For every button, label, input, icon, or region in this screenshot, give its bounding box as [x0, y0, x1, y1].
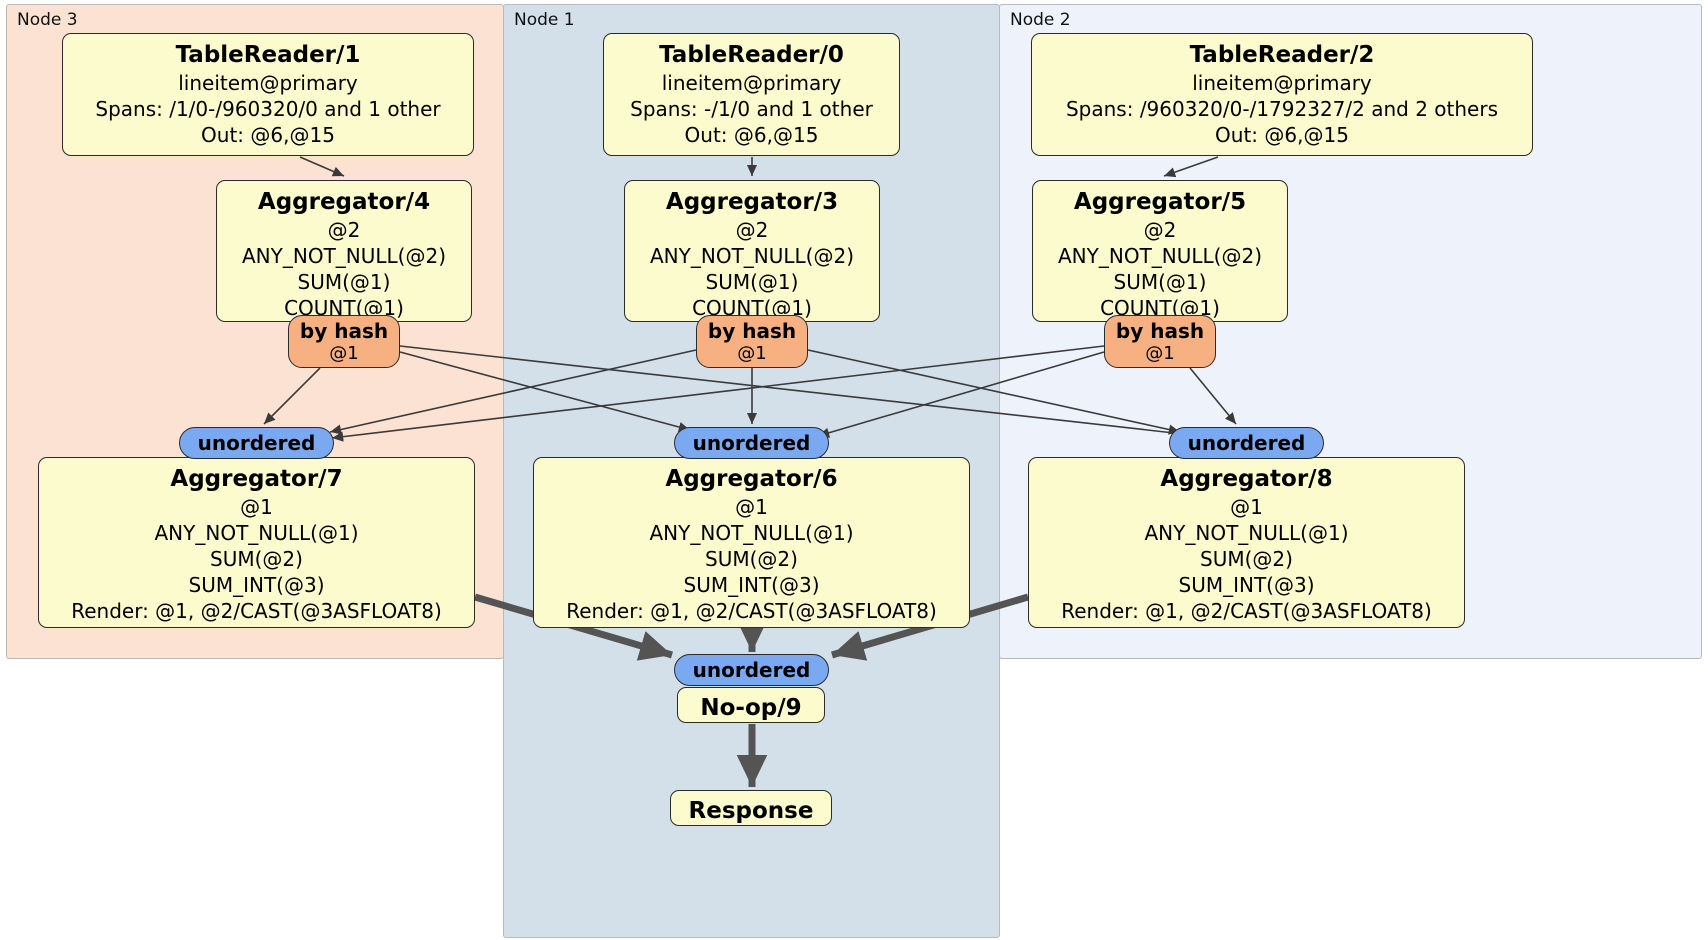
processor-detail-line: Spans: /1/0-/960320/0 and 1 other — [95, 97, 441, 121]
processor-detail-line: SUM_INT(@3) — [683, 573, 820, 597]
processor-detail-line: Render: @1, @2/CAST(@3ASFLOAT8) — [566, 599, 937, 623]
processor-title: Aggregator/3 — [665, 189, 839, 215]
badge-title: unordered — [1187, 431, 1306, 455]
processor-detail-line: Out: @6,@15 — [684, 123, 819, 147]
node-panel-label: Node 3 — [17, 10, 78, 30]
badge-title: by hash — [299, 319, 389, 343]
processor-title: Aggregator/6 — [665, 466, 838, 492]
badge-ord8[interactable]: unordered — [1169, 427, 1324, 459]
processor-detail-line: SUM_INT(@3) — [1178, 573, 1315, 597]
badge-ord6[interactable]: unordered — [674, 427, 829, 459]
processor-title: TableReader/0 — [659, 42, 844, 68]
processor-detail-line: @2 — [735, 218, 769, 242]
badge-title: unordered — [197, 431, 316, 455]
badge-hash5[interactable]: by hash@1 — [1104, 315, 1216, 368]
processor-detail-line: ANY_NOT_NULL(@2) — [242, 244, 446, 268]
processor-detail-line: SUM(@1) — [297, 270, 391, 294]
processor-detail-line: Spans: /960320/0-/1792327/2 and 2 others — [1065, 97, 1498, 121]
processor-detail-line: lineitem@primary — [661, 71, 842, 95]
badge-hash3[interactable]: by hash@1 — [696, 315, 808, 368]
badge-title: by hash — [707, 319, 797, 343]
processor-detail-line: ANY_NOT_NULL(@1) — [154, 521, 359, 545]
badge-hash4[interactable]: by hash@1 — [288, 315, 400, 368]
processor-detail-line: SUM_INT(@3) — [188, 573, 325, 597]
processor-title: Aggregator/7 — [170, 466, 343, 492]
processor-detail-line: SUM(@1) — [1113, 270, 1207, 294]
processor-detail-line: Out: @6,@15 — [1215, 123, 1349, 147]
processor-title: No-op/9 — [700, 695, 802, 721]
processor-detail-line: @2 — [1143, 218, 1177, 242]
node-panel-label: Node 2 — [1010, 10, 1071, 30]
processor-detail-line: @1 — [735, 495, 768, 519]
processor-title: TableReader/2 — [1189, 42, 1375, 68]
processor-detail-line: @1 — [240, 495, 273, 519]
processor-title: Aggregator/4 — [257, 189, 431, 215]
badge-title: unordered — [692, 658, 811, 682]
processor-detail-line: ANY_NOT_NULL(@1) — [1144, 521, 1349, 545]
processor-detail-line: ANY_NOT_NULL(@1) — [649, 521, 854, 545]
badge-subtitle: @1 — [329, 343, 359, 364]
processor-detail-line: ANY_NOT_NULL(@2) — [1058, 244, 1262, 268]
badge-subtitle: @1 — [1145, 343, 1175, 364]
processor-detail-line: SUM(@2) — [1200, 547, 1293, 571]
processor-detail-line: Spans: -/1/0 and 1 other — [630, 97, 873, 121]
badge-ord9[interactable]: unordered — [674, 654, 829, 686]
processor-box-response[interactable]: Response — [670, 790, 832, 826]
processor-title: TableReader/1 — [175, 42, 361, 68]
processor-detail-line: Out: @6,@15 — [201, 123, 335, 147]
processor-detail-line: @2 — [327, 218, 361, 242]
processor-detail-line: lineitem@primary — [1192, 71, 1372, 95]
badge-ord7[interactable]: unordered — [179, 427, 334, 459]
badge-title: unordered — [692, 431, 811, 455]
processor-box-noop9[interactable]: No-op/9 — [677, 687, 825, 723]
processor-title: Aggregator/5 — [1073, 189, 1247, 215]
processor-detail-line: SUM(@2) — [210, 547, 303, 571]
processor-detail-line: ANY_NOT_NULL(@2) — [650, 244, 854, 268]
processor-title: Response — [688, 798, 814, 824]
processor-detail-line: SUM(@2) — [705, 547, 798, 571]
processor-detail-line: @1 — [1230, 495, 1263, 519]
processor-title: Aggregator/8 — [1160, 466, 1333, 492]
processor-detail-line: Render: @1, @2/CAST(@3ASFLOAT8) — [1061, 599, 1432, 623]
badge-subtitle: @1 — [737, 343, 767, 364]
processor-detail-line: Render: @1, @2/CAST(@3ASFLOAT8) — [71, 599, 442, 623]
processor-detail-line: lineitem@primary — [178, 71, 358, 95]
processor-detail-line: SUM(@1) — [705, 270, 799, 294]
node-panel-label: Node 1 — [514, 10, 575, 30]
badge-title: by hash — [1115, 319, 1205, 343]
